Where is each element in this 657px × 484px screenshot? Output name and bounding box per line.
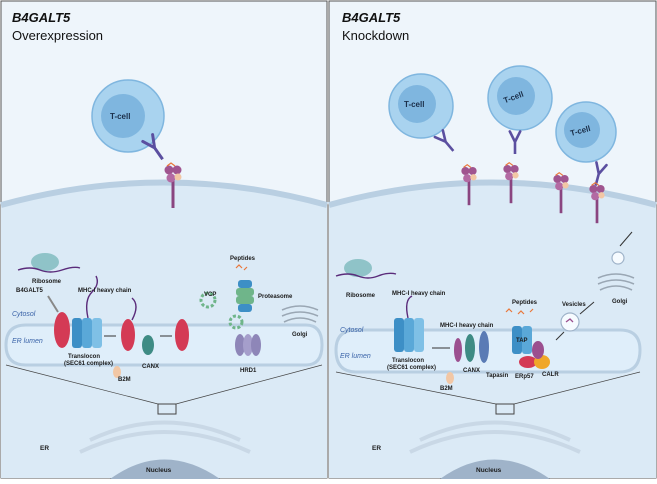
peptides-icon xyxy=(235,264,248,271)
ribosome-icon xyxy=(335,259,397,279)
tap-label: TAP xyxy=(516,338,528,344)
b4galt5-protein xyxy=(54,312,70,348)
golgi-icon xyxy=(281,305,319,323)
tapasin-protein xyxy=(479,331,489,363)
tcell: T-cell xyxy=(91,79,165,153)
vcp-complex xyxy=(228,314,244,330)
tcell: T-cell xyxy=(555,101,617,163)
b2m-protein xyxy=(446,372,454,384)
tap-icon xyxy=(512,326,532,354)
flow-arrow xyxy=(579,301,595,315)
b4galt5-label: B4GALT5 xyxy=(16,288,44,294)
canx-protein xyxy=(465,334,475,362)
er-lumen-label: ER lumen xyxy=(12,338,43,345)
tcell-label: T-cell xyxy=(404,100,424,109)
b2m-protein xyxy=(113,366,121,378)
nascent-chain xyxy=(85,275,99,319)
er-lumen-label: ER lumen xyxy=(340,353,371,360)
golgi-label: Golgi xyxy=(612,299,628,305)
erp57-label: ERp57 xyxy=(515,374,534,380)
peptides-icon xyxy=(505,308,534,315)
canx-protein xyxy=(142,335,154,355)
plasma-membrane xyxy=(0,179,328,208)
b2m-label: B2M xyxy=(440,386,453,392)
canx-label: CANX xyxy=(142,364,159,370)
hrd1-label: HRD1 xyxy=(240,368,257,374)
translocon-label: Translocon xyxy=(392,358,424,364)
peptides-label: Peptides xyxy=(230,256,256,262)
proteasome-icon xyxy=(236,280,254,312)
cytosol-label: Cytosol xyxy=(12,311,36,318)
vesicles-label: Vesicles xyxy=(562,302,586,308)
zoom-lines xyxy=(335,371,641,405)
ribosome-icon xyxy=(17,253,81,273)
vesicle-icon xyxy=(560,312,580,332)
er-sheets xyxy=(409,420,581,454)
mhc-heavy-chain-label-2: MHC-I heavy chain xyxy=(440,323,494,329)
translocon-sub-label: (SEC61 complex) xyxy=(64,361,113,367)
ribosome-label: Ribosome xyxy=(32,279,62,285)
zoom-lines xyxy=(5,364,323,405)
mhc-chain xyxy=(131,297,137,321)
mhc-heavy-chain xyxy=(454,338,462,362)
nascent-chain xyxy=(405,295,413,319)
zoom-box xyxy=(157,403,177,415)
translocon-icon xyxy=(394,318,424,352)
zoom-box xyxy=(495,403,515,415)
ribosome-label: Ribosome xyxy=(346,293,376,299)
translocon-label: Translocon xyxy=(68,354,100,360)
receptor-protein xyxy=(175,319,189,351)
nucleus-label: Nucleus xyxy=(476,467,502,474)
vcp-icon xyxy=(199,291,217,309)
flow-arrow xyxy=(555,331,565,341)
calr-label: CALR xyxy=(542,372,559,378)
b2m-label: B2M xyxy=(118,377,131,383)
er-label: ER xyxy=(372,445,381,452)
gene-title: B4GALT5 xyxy=(342,10,401,25)
flow-arrow xyxy=(619,231,633,247)
gene-title: B4GALT5 xyxy=(12,10,71,25)
hrd1-icon xyxy=(235,334,261,356)
translocon-icon xyxy=(72,318,102,348)
nucleus-icon xyxy=(110,459,220,479)
vesicle-icon xyxy=(611,251,625,265)
plasma-membrane xyxy=(328,179,657,208)
er-membrane xyxy=(4,323,324,367)
peptides-label: Peptides xyxy=(512,300,538,306)
tcell-label: T-cell xyxy=(110,112,130,121)
panel-knockdown: B4GALT5 Knockdown T-cell T-cell T-cell xyxy=(328,0,657,479)
tapasin-label: Tapasin xyxy=(486,373,509,379)
mhc-heavy-chain-label: MHC-I heavy chain xyxy=(392,291,446,297)
proteasome-label: Proteasome xyxy=(258,294,293,300)
golgi-icon xyxy=(597,273,635,291)
canx-label: CANX xyxy=(463,368,480,374)
condition-title: Knockdown xyxy=(342,28,409,43)
nucleus-icon xyxy=(440,459,550,479)
panel-overexpression: B4GALT5 Overexpression T-cell Ribosome C… xyxy=(0,0,328,479)
tcell: T-cell xyxy=(487,65,553,131)
nucleus-label: Nucleus xyxy=(146,467,172,474)
golgi-label: Golgi xyxy=(292,332,308,338)
vesicle-cargo xyxy=(565,318,574,323)
condition-title: Overexpression xyxy=(12,28,103,43)
b4galt5-stalk xyxy=(47,295,59,313)
er-label: ER xyxy=(40,445,49,452)
vcp-label: VCP xyxy=(204,292,216,298)
mhc-heavy-chain-label: MHC-I heavy chain xyxy=(78,288,132,294)
tcell: T-cell xyxy=(388,73,454,139)
cytosol-label: Cytosol xyxy=(340,327,364,334)
plc-complex xyxy=(519,341,550,369)
receptor-protein xyxy=(121,319,135,351)
translocon-sub-label: (SEC61 complex) xyxy=(387,365,436,371)
er-sheets xyxy=(79,420,251,454)
